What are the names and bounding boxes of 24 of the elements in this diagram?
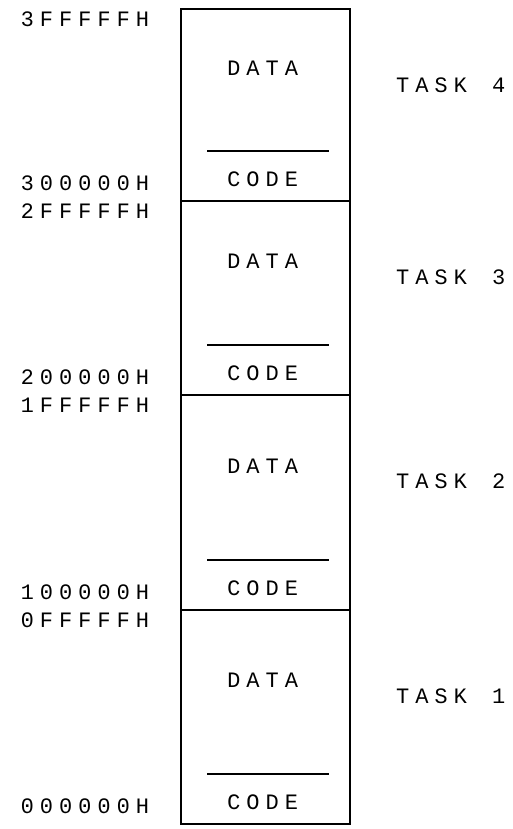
memory-segment — [180, 200, 351, 394]
memory-segment — [180, 394, 351, 609]
address-label: 3FFFFFH — [20, 10, 155, 32]
task-label: TASK 2 — [396, 472, 512, 494]
segment-label: CODE — [227, 170, 304, 192]
task-label: TASK 3 — [396, 268, 512, 290]
address-label: 200000H — [20, 368, 155, 390]
segment-label: CODE — [227, 364, 304, 386]
task-label: TASK 4 — [396, 76, 512, 98]
segment-label: DATA — [227, 59, 304, 81]
address-label: 0FFFFFH — [20, 611, 155, 633]
address-label: 300000H — [20, 174, 155, 196]
address-label: 2FFFFFH — [20, 202, 155, 224]
segment-label: CODE — [227, 579, 304, 601]
segment-label: CODE — [227, 793, 304, 815]
address-label: 1FFFFFH — [20, 396, 155, 418]
memory-segment — [180, 609, 351, 825]
segment-label: DATA — [227, 252, 304, 274]
segment-label: DATA — [227, 671, 304, 693]
segment-label: DATA — [227, 456, 304, 478]
task-label: TASK 1 — [396, 687, 512, 709]
address-label: 000000H — [20, 797, 155, 819]
memory-segment — [180, 8, 351, 200]
address-label: 100000H — [20, 583, 155, 605]
